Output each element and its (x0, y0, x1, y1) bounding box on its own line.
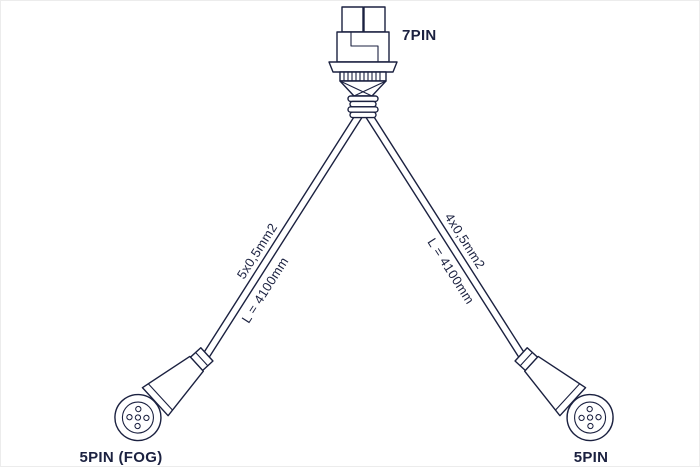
plug-flange (328, 61, 398, 73)
corrugated-strain-relief (347, 95, 379, 119)
left-pin (134, 422, 141, 430)
right-cable-edge (362, 112, 519, 357)
plug-body-detail (350, 31, 379, 63)
left-cable-edge (209, 112, 366, 357)
right-boot-lip (555, 383, 581, 411)
plug-terminal-right (363, 6, 386, 33)
left-boot-lip (147, 383, 173, 411)
gland-cone-cross (353, 80, 387, 97)
left-pin (135, 405, 142, 413)
left-pin (143, 414, 150, 422)
plug-terminal-left (341, 6, 364, 33)
right-pin (586, 414, 594, 421)
right-5pin-inner-ring (574, 401, 607, 434)
gland-cone-cross (339, 80, 373, 97)
left-cable-edge (203, 108, 360, 354)
seven-pin-connector (328, 6, 398, 119)
top-connector-label: 7PIN (402, 27, 437, 44)
plug-body (336, 31, 390, 63)
right-cable-edge (368, 108, 525, 354)
right-connector-label: 5PIN (574, 449, 609, 466)
left-pin (126, 414, 133, 421)
gland-cone (339, 80, 387, 97)
left-pin (134, 414, 142, 421)
right-pin (595, 414, 602, 421)
left-5pin-inner-ring (121, 401, 154, 434)
right-clamp-line (519, 351, 533, 367)
right-pin (586, 405, 593, 413)
left-5pin-face (114, 393, 162, 442)
gland-nut-hatching (343, 71, 381, 82)
right-pin (578, 414, 585, 422)
right-connector-boot (523, 355, 587, 417)
right-5pin-face (566, 393, 614, 442)
left-cable-branch (114, 108, 366, 442)
right-end-connector (514, 347, 614, 442)
left-end-connector (114, 347, 214, 442)
right-cable-branch (362, 108, 614, 442)
left-connector-boot (141, 355, 205, 417)
gland-nut (339, 71, 387, 82)
left-connector-label: 5PIN (FOG) (79, 449, 162, 466)
left-clamp-line (195, 351, 209, 367)
right-pin (587, 422, 594, 430)
